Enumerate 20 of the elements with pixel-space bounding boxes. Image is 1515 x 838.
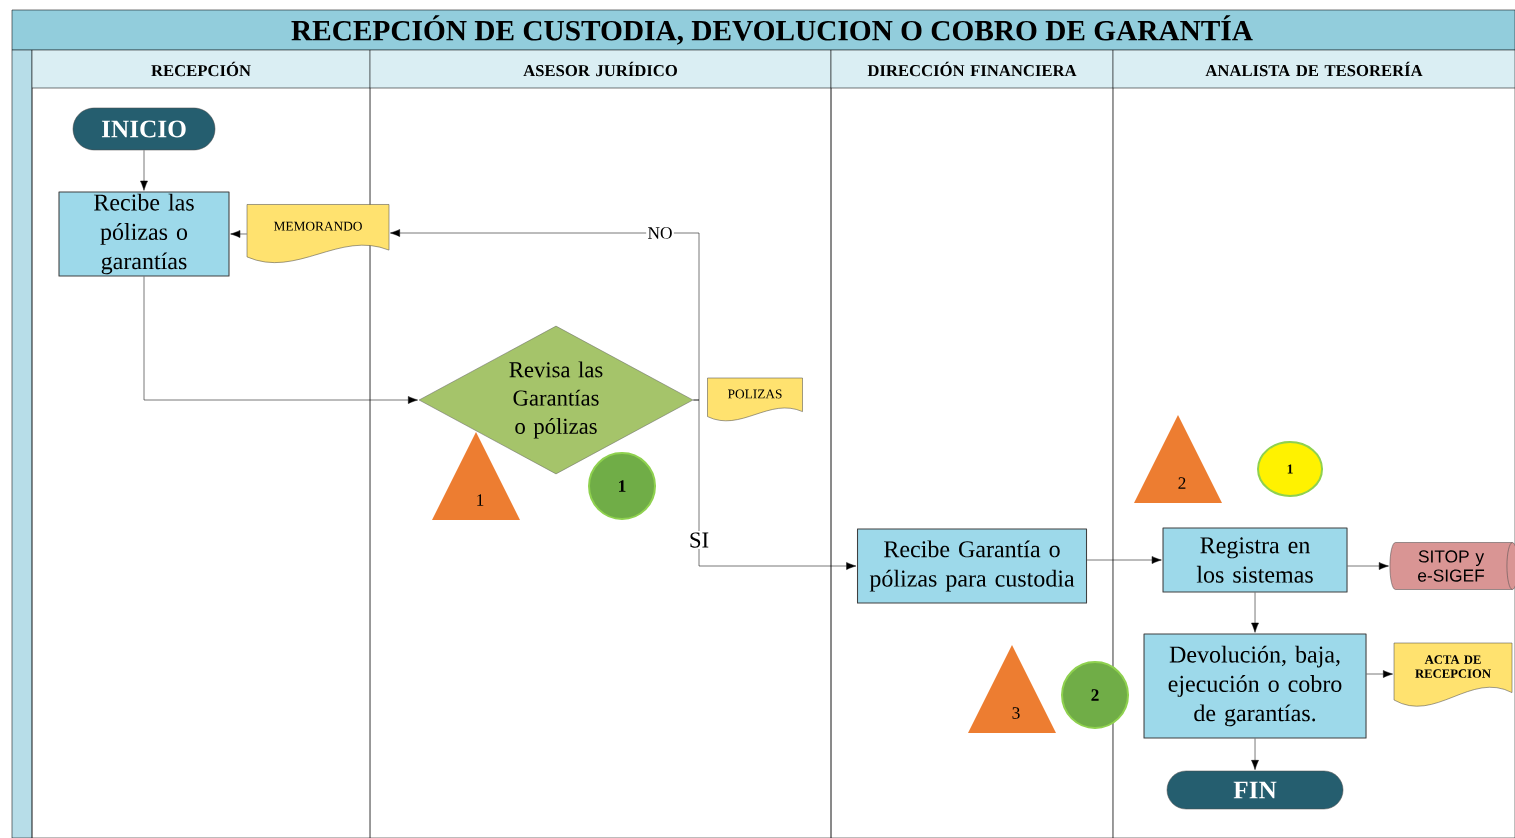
process-box: Recibe las pólizas o garantías: [58, 191, 230, 277]
arrow: [1086, 556, 1162, 564]
database-cylinder: SITOP y e-SIGEF: [1389, 542, 1515, 590]
process-box: Recibe Garantía o pólizas para custodia: [856, 528, 1088, 604]
process-box: Registra en los sistemas: [1162, 527, 1348, 593]
arrow: [140, 150, 148, 191]
arrow: [1251, 738, 1259, 770]
arrow: [1347, 562, 1389, 570]
edge-label: SI: [687, 531, 711, 549]
title-bar: RECEPCIÓN DE CUSTODIA, DEVOLUCION O COBRO DE GARANTÍA: [11, 9, 1515, 51]
arrow: [693, 399, 857, 570]
edge-label: NO: [646, 225, 674, 241]
arrow: [230, 230, 247, 238]
arrow: [1366, 670, 1393, 678]
arrow: [390, 229, 700, 401]
terminal-box: INICIO: [72, 107, 216, 151]
arrow: [1251, 592, 1259, 633]
arrow: [143, 276, 418, 404]
process-box: Devolución, baja, ejecución o cobro de garantías.: [1143, 633, 1367, 739]
terminal-box: FIN: [1166, 770, 1344, 810]
